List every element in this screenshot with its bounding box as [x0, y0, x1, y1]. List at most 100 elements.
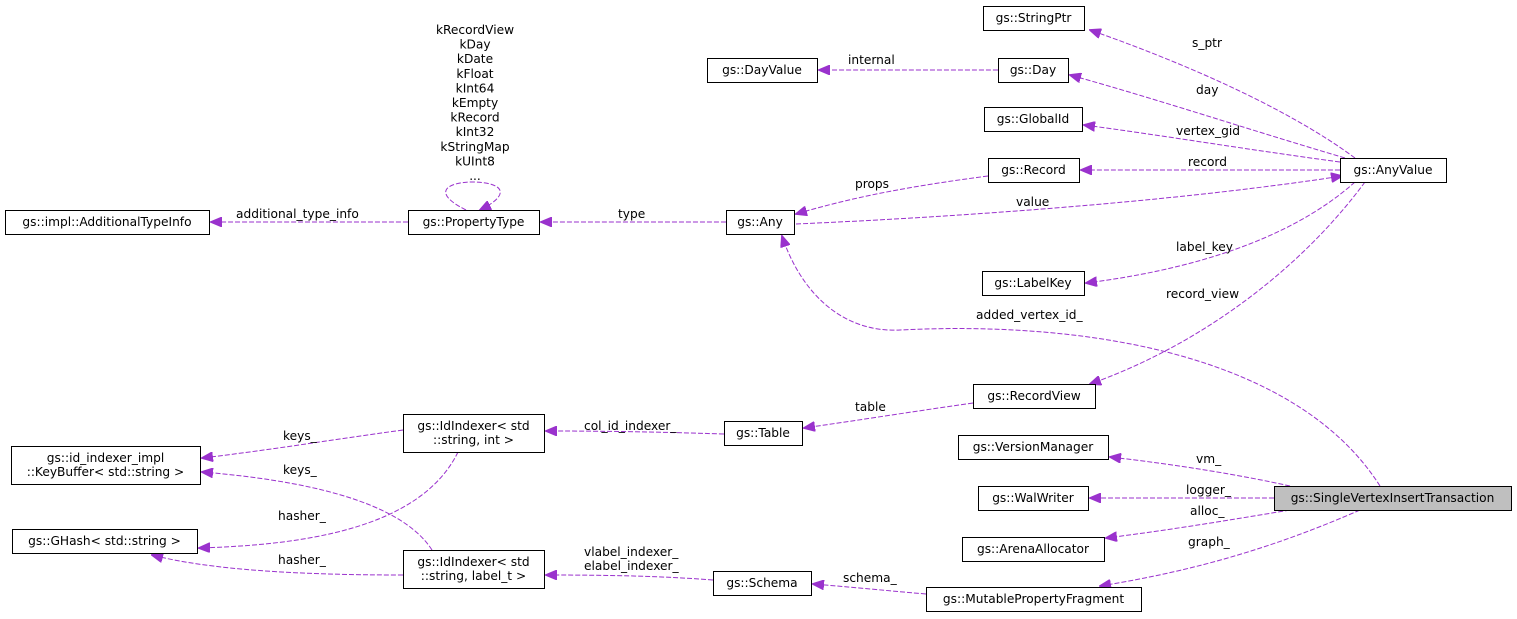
node-label-line: gs::SingleVertexInsertTransaction: [1291, 491, 1495, 505]
node-label-line: gs::Record: [1001, 163, 1065, 177]
node-propertytype[interactable]: gs::PropertyType: [408, 210, 540, 235]
edge-label-table: table: [855, 400, 886, 414]
node-record[interactable]: gs::Record: [988, 158, 1080, 183]
node-label-line: ::KeyBuffer< std::string >: [27, 465, 185, 479]
edge-label-line: day: [1196, 83, 1218, 97]
edge-label-logger_: logger_: [1186, 483, 1232, 497]
node-idindexer_label[interactable]: gs::IdIndexer< std::string, label_t >: [403, 550, 545, 589]
node-label-line: gs::id_indexer_impl: [47, 451, 164, 465]
node-label: gs::GHash< std::string >: [28, 534, 181, 548]
edge-label-col_id_indexer: col_id_indexer_: [584, 419, 677, 433]
node-label: gs::Table: [736, 426, 790, 440]
edge-alloc_: [1106, 509, 1291, 538]
edge-label-vm_: vm_: [1196, 452, 1222, 466]
edge-s_ptr: [1090, 30, 1356, 159]
node-globalid[interactable]: gs::GlobalId: [984, 107, 1083, 132]
node-box: [724, 421, 803, 446]
node-svit[interactable]: gs::SingleVertexInsertTransaction: [1274, 486, 1512, 511]
edge-label-line: value: [1016, 195, 1049, 209]
node-walwriter[interactable]: gs::WalWriter: [978, 486, 1089, 511]
node-labelkey[interactable]: gs::LabelKey: [982, 271, 1085, 296]
edge-labels-layer: s_ptrinternaldayvertex_gidrecordpropsadd…: [236, 36, 1240, 585]
node-label: gs::MutablePropertyFragment: [943, 592, 1124, 606]
node-day[interactable]: gs::Day: [998, 58, 1069, 83]
node-label-line: ::string, int >: [433, 433, 514, 447]
edge-label-line: table: [855, 400, 886, 414]
edge-label-line: vlabel_indexer_: [584, 545, 679, 559]
edge-label-label_key: label_key: [1176, 240, 1233, 254]
edge-label-line: schema_: [843, 571, 898, 585]
node-label: gs::Day: [1010, 63, 1056, 77]
node-label: gs::GlobalId: [997, 112, 1070, 126]
node-label: gs::ArenaAllocator: [977, 542, 1090, 556]
node-additionaltypeinfo[interactable]: gs::impl::AdditionalTypeInfo: [5, 210, 210, 235]
node-any[interactable]: gs::Any: [726, 210, 795, 235]
edge-label-graph_: graph_: [1188, 535, 1231, 549]
node-label-line: gs::PropertyType: [423, 215, 525, 229]
edge-label-added_vertex_id_: added_vertex_id_: [976, 308, 1083, 322]
edge-label-line: vm_: [1196, 452, 1222, 466]
node-keybuffer[interactable]: gs::id_indexer_impl::KeyBuffer< std::str…: [11, 446, 201, 485]
node-label: gs::Record: [1001, 163, 1065, 177]
edges-layer: [152, 30, 1381, 595]
node-label: gs::AnyValue: [1353, 163, 1432, 177]
enum-value: kDate: [457, 52, 493, 66]
node-label-line: gs::GlobalId: [997, 112, 1070, 126]
edge-label-line: vertex_gid: [1176, 124, 1240, 138]
edge-label_key: [1086, 181, 1356, 283]
node-box: [984, 107, 1083, 132]
node-box: [998, 58, 1069, 83]
node-box: [5, 210, 210, 235]
node-label: gs::Any: [737, 215, 783, 229]
node-box: [983, 6, 1085, 31]
node-versionmanager[interactable]: gs::VersionManager: [958, 435, 1109, 460]
node-box: [962, 537, 1105, 562]
enum-value: kUInt8: [455, 154, 495, 168]
node-box: [403, 414, 545, 453]
edge-label-line: logger_: [1186, 483, 1232, 497]
enum-value: kStringMap: [440, 140, 509, 154]
node-anyvalue[interactable]: gs::AnyValue: [1340, 158, 1447, 183]
edge-vm_: [1110, 457, 1291, 487]
edge-keys_1: [202, 429, 404, 458]
edge-record_view: [1090, 181, 1366, 384]
enum-value: kRecordView: [436, 23, 514, 37]
node-stringptr[interactable]: gs::StringPtr: [983, 6, 1085, 31]
edge-label-keys_1: keys_: [283, 429, 318, 443]
node-mpf[interactable]: gs::MutablePropertyFragment: [926, 587, 1142, 612]
node-recordview[interactable]: gs::RecordView: [973, 384, 1096, 409]
node-dayvalue[interactable]: gs::DayValue: [707, 58, 818, 83]
edge-hasher_2: [152, 555, 404, 576]
edge-label-line: record: [1188, 155, 1227, 169]
enum-value: kEmpty: [452, 96, 498, 110]
edge-label-day: day: [1196, 83, 1218, 97]
node-arenaallocator[interactable]: gs::ArenaAllocator: [962, 537, 1105, 562]
node-table[interactable]: gs::Table: [724, 421, 803, 446]
node-box: [713, 571, 812, 596]
node-box: [982, 271, 1085, 296]
edge-value: [795, 176, 1342, 225]
node-label: gs::LabelKey: [994, 276, 1071, 290]
edge-label-record: record: [1188, 155, 1227, 169]
node-idindexer_int[interactable]: gs::IdIndexer< std::string, int >: [403, 414, 545, 453]
node-ghash[interactable]: gs::GHash< std::string >: [12, 529, 198, 554]
node-label: gs::StringPtr: [996, 11, 1073, 25]
node-label: gs::WalWriter: [992, 491, 1075, 505]
node-label-line: gs::Day: [1010, 63, 1056, 77]
node-label: gs::SingleVertexInsertTransaction: [1291, 491, 1495, 505]
edge-added_vertex_id_: [782, 236, 1381, 487]
node-label-line: gs::Table: [736, 426, 790, 440]
node-box: [988, 158, 1080, 183]
edge-label-value: value: [1016, 195, 1049, 209]
node-label-line: gs::GHash< std::string >: [28, 534, 181, 548]
node-label-line: gs::StringPtr: [996, 11, 1073, 25]
edge-label-line: graph_: [1188, 535, 1231, 549]
node-schema[interactable]: gs::Schema: [713, 571, 812, 596]
node-label-line: gs::DayValue: [722, 63, 802, 77]
node-box: [973, 384, 1096, 409]
edge-label-hasher_1: hasher_: [278, 509, 327, 523]
node-label: gs::DayValue: [722, 63, 802, 77]
edge-label-keys_2: keys_: [283, 463, 318, 477]
